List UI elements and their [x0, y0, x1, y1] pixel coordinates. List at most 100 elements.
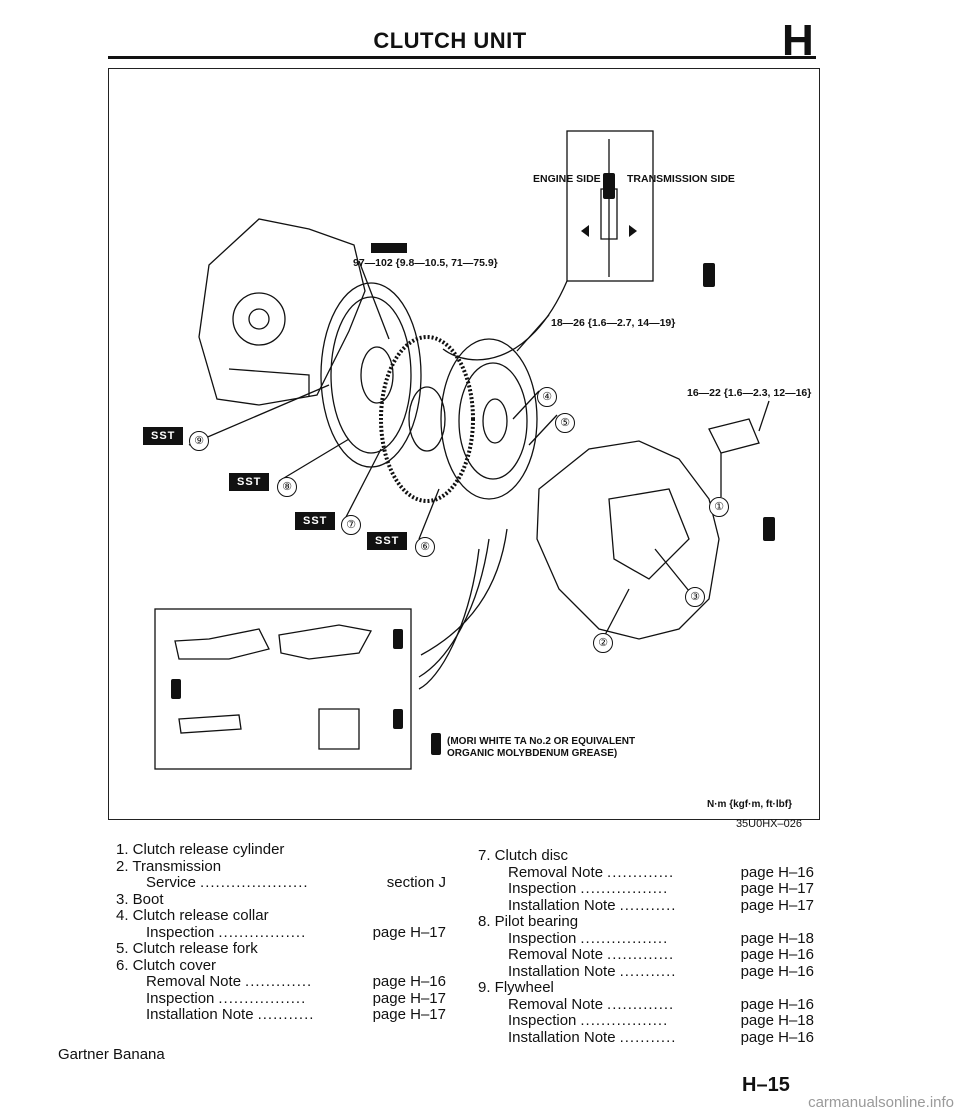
leader-dots: .................	[580, 929, 669, 947]
list-item: 6. Clutch cover	[116, 956, 446, 975]
leader-dots: .............	[245, 973, 313, 990]
page-reference: page H–16	[372, 973, 446, 990]
list-item-label: 3. Boot	[116, 890, 164, 908]
torque-release-cylinder: 16—22 {1.6—2.3, 12—16}	[687, 387, 812, 399]
page-reference: page H–17	[740, 880, 814, 897]
leader-dots: ...........	[257, 1006, 315, 1023]
diagram-drawing	[154, 130, 775, 770]
callout-3: ③	[685, 587, 705, 607]
list-item-label: Removal Note	[508, 946, 604, 963]
leader-dots: .................	[218, 923, 307, 941]
page-title: CLUTCH UNIT	[373, 28, 527, 53]
page-reference: page H–18	[740, 929, 814, 947]
units-label: N·m {kgf·m, ft·lbf}	[707, 799, 792, 810]
list-item: 3. Boot	[116, 890, 446, 909]
list-item-label: Service	[146, 874, 197, 891]
page-reference: page H–18	[740, 1012, 814, 1029]
list-item-label: 5. Clutch release fork	[116, 940, 258, 957]
figure-code: 35U0HX–026	[735, 818, 802, 830]
list-item: Inspection................. page H–18	[478, 1012, 814, 1030]
callout-8: ⑧	[277, 477, 297, 497]
list-item: 7. Clutch disc	[478, 847, 814, 865]
list-item-label: Inspection	[146, 989, 215, 1007]
footer-text: Gartner Banana	[58, 1046, 165, 1063]
list-item: 8. Pilot bearing	[478, 913, 814, 931]
grease-note-line-1: (MORI WHITE TA No.2 OR EQUIVALENT	[447, 736, 636, 747]
list-item-label: Installation Note	[146, 1006, 254, 1023]
leader-dots: .................	[218, 989, 307, 1007]
callout-7: ⑦	[341, 515, 361, 535]
page-reference: page H–16	[740, 995, 814, 1013]
list-item: Inspection.................page H–18	[478, 929, 814, 948]
list-item-label: 8. Pilot bearing	[478, 913, 579, 930]
leader-dots: ...........	[619, 962, 677, 980]
list-item: Removal Note............. page H–16	[478, 995, 814, 1014]
list-item-label: Inspection	[146, 923, 215, 941]
list-item: Inspection................. page H–17	[116, 923, 446, 942]
list-item: Removal Note............. page H–16	[478, 863, 814, 882]
list-item-label: Installation Note	[508, 962, 616, 980]
list-item-label: 9. Flywheel	[478, 979, 554, 996]
list-item-label: Inspection	[508, 1012, 577, 1029]
engine-side-label: ENGINE SIDE	[533, 173, 601, 185]
leader-dots: .............	[607, 863, 675, 881]
callout-5: ⑤	[555, 413, 575, 433]
watermark: carmanualsonline.info	[808, 1094, 954, 1111]
torque-cover-bolt: 18—26 {1.6—2.7, 14—19}	[551, 317, 676, 329]
page-reference: page H–16	[740, 962, 814, 980]
list-item-label: Removal Note	[508, 863, 604, 881]
list-item: Removal Note............. page H–16	[116, 973, 446, 991]
list-item-label: 1. Clutch release cylinder	[116, 841, 285, 858]
list-item-label: 6. Clutch cover	[116, 956, 217, 974]
page-reference: page H–17	[372, 989, 446, 1007]
torque-flywheel-bolt: 97—102 {9.8—10.5, 71—75.9}	[353, 257, 498, 269]
list-item: 9. Flywheel	[478, 979, 814, 997]
leader-dots: .................	[580, 1012, 669, 1029]
list-item-label: Removal Note	[508, 995, 604, 1013]
page-reference: page H–16	[740, 863, 814, 881]
list-item: Service..................... section J	[116, 874, 446, 892]
callout-4: ④	[537, 387, 557, 407]
leader-dots: .................	[580, 880, 669, 897]
list-item-label: Inspection	[508, 880, 577, 897]
list-item-label: 2. Transmission	[116, 857, 222, 875]
list-item: 2. Transmission	[116, 857, 446, 876]
list-item-label: 4. Clutch release collar	[116, 907, 269, 924]
leader-dots: .....................	[200, 874, 309, 891]
sst-label-9: SST	[143, 427, 184, 445]
leader-dots: .............	[607, 946, 675, 963]
list-item: Installation Note........... page H–17	[478, 896, 814, 915]
page-reference: page H–16	[740, 1028, 814, 1046]
list-item: Installation Note........... page H–16	[478, 962, 814, 981]
callout-1: ①	[709, 497, 729, 517]
list-item: 1. Clutch release cylinder	[116, 841, 446, 859]
list-item: 5. Clutch release fork	[116, 940, 446, 958]
list-item: Removal Note............. page H–16	[478, 946, 814, 964]
callout-9: ⑨	[189, 431, 209, 451]
page-reference: section J	[386, 874, 446, 891]
page-reference: page H–17	[372, 1006, 446, 1023]
exploded-diagram: ENGINE SIDE TRANSMISSION SIDE 97—102 {9.…	[108, 68, 820, 820]
list-item: Inspection................. page H–17	[478, 880, 814, 898]
leader-dots: ...........	[619, 896, 677, 914]
leader-dots: ...........	[619, 1028, 677, 1046]
sst-label-7: SST	[295, 512, 336, 530]
transmission-side-label: TRANSMISSION SIDE	[627, 173, 735, 185]
page-reference: page H–17	[372, 923, 446, 941]
list-item-label: Removal Note	[146, 973, 242, 990]
list-item-label: 7. Clutch disc	[478, 847, 569, 864]
header-rule	[108, 56, 816, 59]
callout-6: ⑥	[415, 537, 435, 557]
grease-note-line-2: ORGANIC MOLYBDENUM GREASE)	[447, 748, 618, 759]
leader-dots: .............	[607, 995, 675, 1013]
list-item: Installation Note........... page H–17	[116, 1006, 446, 1024]
list-item-label: Installation Note	[508, 896, 616, 914]
callout-2: ②	[593, 633, 613, 653]
page-reference: page H–16	[740, 946, 814, 963]
list-item: Inspection................. page H–17	[116, 989, 446, 1008]
page-reference: page H–17	[740, 896, 814, 914]
list-item-label: Installation Note	[508, 1028, 616, 1046]
list-item: 4. Clutch release collar	[116, 907, 446, 925]
sst-label-8: SST	[229, 473, 270, 491]
